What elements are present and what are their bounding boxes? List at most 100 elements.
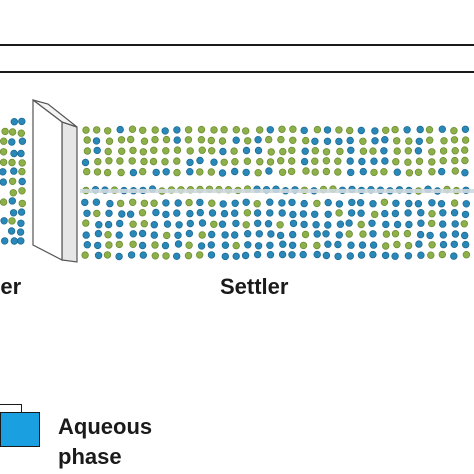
settler-aqueous-droplet bbox=[289, 219, 298, 228]
mixer-droplet bbox=[10, 149, 18, 158]
settler-organic-droplet bbox=[381, 135, 389, 144]
settler-aqueous-droplet bbox=[393, 240, 401, 249]
settler-organic-droplet bbox=[162, 147, 170, 155]
settler-aqueous-droplet bbox=[289, 210, 297, 219]
settler-aqueous-droplet bbox=[288, 251, 296, 259]
settler-aqueous-droplet bbox=[359, 230, 367, 238]
settler-aqueous-droplet bbox=[324, 240, 332, 248]
settler-organic-droplet bbox=[207, 168, 215, 176]
settler-organic-droplet bbox=[347, 168, 355, 177]
settler-aqueous-droplet bbox=[300, 220, 308, 229]
settler-aqueous-droplet bbox=[219, 200, 227, 208]
settler-aqueous-droplet bbox=[174, 199, 182, 207]
settler-organic-droplet bbox=[461, 125, 470, 133]
settler-aqueous-droplet bbox=[162, 252, 170, 260]
mixer-droplet bbox=[10, 117, 18, 126]
settler-aqueous-droplet bbox=[162, 199, 170, 207]
mixer-droplet bbox=[8, 128, 17, 136]
settler-organic-droplet bbox=[196, 156, 204, 165]
settler-aqueous-droplet bbox=[162, 210, 170, 219]
settler-aqueous-droplet bbox=[426, 231, 434, 240]
settler-aqueous-droplet bbox=[288, 241, 297, 249]
mixer-droplet bbox=[8, 177, 17, 185]
settler-aqueous-droplet bbox=[150, 220, 158, 229]
settler-aqueous-droplet bbox=[266, 241, 274, 249]
settler-aqueous-droplet bbox=[241, 251, 250, 260]
settler-aqueous-droplet bbox=[417, 208, 425, 217]
settler-aqueous-droplet bbox=[381, 209, 389, 218]
settler-aqueous-droplet bbox=[115, 231, 123, 239]
settler-aqueous-droplet bbox=[450, 252, 458, 260]
legend-swatch-organic-edge bbox=[0, 404, 22, 414]
settler-organic-droplet bbox=[128, 157, 136, 165]
settler-aqueous-droplet bbox=[300, 199, 308, 208]
settler-aqueous-droplet bbox=[462, 240, 470, 249]
mixer-droplet bbox=[1, 127, 9, 136]
settler-organic-droplet bbox=[81, 158, 90, 167]
settler-organic-droplet bbox=[380, 167, 388, 176]
settler-organic-droplet bbox=[267, 148, 275, 156]
mixer-droplet bbox=[18, 159, 26, 167]
settler-organic-droplet bbox=[311, 168, 319, 176]
settler-organic-droplet bbox=[300, 157, 309, 166]
settler-aqueous-droplet bbox=[299, 210, 308, 218]
settler-organic-droplet bbox=[173, 136, 181, 144]
settler-organic-droplet bbox=[265, 135, 273, 144]
settler-organic-droplet bbox=[370, 157, 378, 165]
settler-aqueous-droplet bbox=[81, 198, 89, 207]
settler-aqueous-droplet bbox=[195, 251, 204, 259]
settler-aqueous-droplet bbox=[253, 209, 262, 217]
settler-aqueous-droplet bbox=[335, 200, 344, 208]
settler-organic-droplet bbox=[425, 125, 434, 134]
settler-aqueous-droplet bbox=[416, 230, 425, 239]
settler-aqueous-droplet bbox=[95, 220, 103, 229]
settler-aqueous-droplet bbox=[140, 199, 149, 207]
settler-organic-droplet bbox=[161, 157, 169, 166]
settler-aqueous-droplet bbox=[185, 241, 193, 249]
settler-organic-droplet bbox=[116, 125, 124, 134]
settler-aqueous-droplet bbox=[382, 230, 391, 238]
settler-organic-droplet bbox=[439, 147, 448, 155]
weir-front-face bbox=[32, 98, 63, 261]
settler-organic-droplet bbox=[93, 146, 101, 155]
settler-organic-droplet bbox=[256, 126, 264, 134]
settler-aqueous-droplet bbox=[151, 241, 159, 249]
settler-label: Settler bbox=[220, 274, 289, 299]
mixer-weir bbox=[32, 98, 78, 263]
settler-aqueous-droplet bbox=[460, 220, 468, 228]
settler-aqueous-droplet bbox=[289, 230, 297, 239]
settler-aqueous-droplet bbox=[186, 219, 194, 228]
settler-aqueous-droplet bbox=[334, 252, 342, 261]
settler-organic-droplet bbox=[186, 147, 194, 155]
settler-organic-droplet bbox=[403, 126, 411, 134]
settler-organic-droplet bbox=[311, 137, 319, 145]
settler-organic-droplet bbox=[151, 135, 159, 144]
mixer-droplet bbox=[10, 167, 18, 175]
settler-organic-droplet bbox=[128, 125, 137, 133]
settler-aqueous-droplet bbox=[83, 209, 91, 217]
settler-aqueous-droplet bbox=[197, 242, 206, 250]
settler-organic-droplet bbox=[451, 156, 459, 165]
settler-organic-droplet bbox=[359, 167, 367, 176]
settler-organic-droplet bbox=[104, 147, 112, 156]
settler-organic-droplet bbox=[173, 146, 182, 154]
settler-aqueous-droplet bbox=[221, 231, 229, 239]
settler-aqueous-droplet bbox=[324, 210, 332, 218]
settler-aqueous-droplet bbox=[278, 199, 286, 207]
settler-organic-droplet bbox=[311, 157, 319, 165]
settler-organic-droplet bbox=[414, 147, 423, 155]
settler-organic-droplet bbox=[92, 137, 101, 145]
settler-aqueous-droplet bbox=[115, 252, 123, 261]
settler-organic-droplet bbox=[207, 147, 216, 155]
settler-aqueous-droplet bbox=[196, 208, 204, 217]
settler-aqueous-droplet bbox=[313, 199, 321, 208]
settler-organic-droplet bbox=[254, 168, 262, 177]
settler-organic-droplet bbox=[461, 136, 470, 144]
settler-aqueous-droplet bbox=[382, 220, 390, 229]
settler-organic-droplet bbox=[415, 157, 424, 165]
settler-aqueous-droplet bbox=[163, 220, 172, 228]
settler-organic-droplet bbox=[405, 137, 413, 145]
mixer-droplet bbox=[0, 178, 7, 186]
settler-aqueous-droplet bbox=[348, 198, 356, 207]
settler-organic-droplet bbox=[370, 168, 378, 177]
